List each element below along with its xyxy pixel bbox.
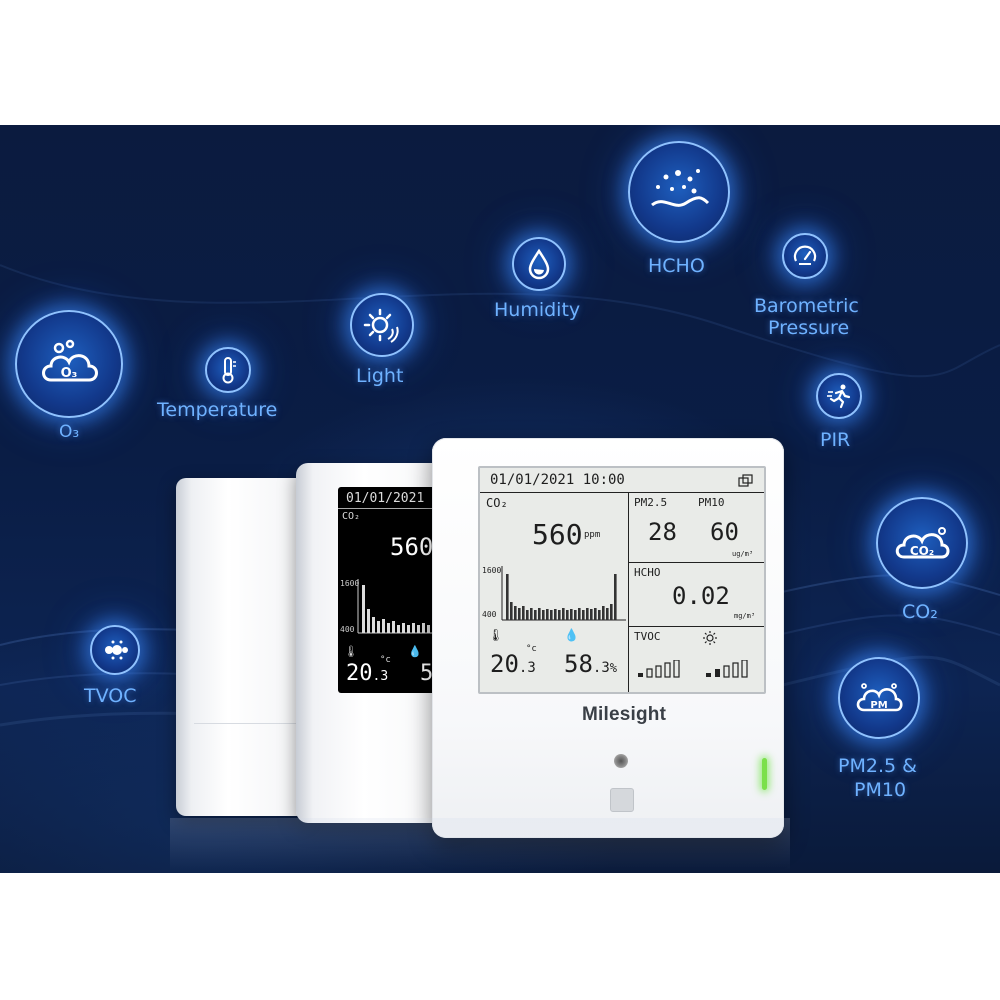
- front-co2-label: CO₂: [486, 496, 508, 510]
- sensor-light: Light: [348, 293, 428, 393]
- front-pm-divider: [628, 562, 764, 563]
- mid-water-drop-icon: 💧: [408, 645, 422, 658]
- front-light-sun-icon: [703, 631, 717, 645]
- front-hcho-value: 0.02: [672, 582, 730, 610]
- co2-cloud-icon: CO₂: [876, 497, 968, 589]
- status-led-indicator: [762, 758, 767, 790]
- front-humidity-value: 58: [564, 650, 593, 678]
- sensor-pir: PIR: [812, 373, 872, 463]
- mid-temperature-reading: 20.3: [346, 661, 388, 686]
- front-water-drop-icon: 💧: [564, 628, 579, 642]
- sensor-label-o3: O₃: [59, 422, 80, 442]
- device-front-main: 01/01/2021 10:00 CO₂ 560 ppm 1600 400: [432, 438, 784, 838]
- device-back-seam: [194, 723, 306, 724]
- front-pm10-value: 60: [710, 518, 739, 546]
- mid-humidity-partial: 5: [420, 661, 434, 686]
- front-tvoc-label: TVOC: [634, 630, 661, 643]
- front-pm10-label: PM10: [698, 496, 725, 509]
- front-temp-value: 20: [490, 650, 519, 678]
- front-co2-unit: ppm: [584, 530, 601, 540]
- sensor-barometric-pressure: Barometric Pressure: [752, 233, 882, 343]
- sensor-humidity: Humidity: [492, 237, 602, 337]
- sensor-o3: O₃ O₃: [15, 310, 125, 450]
- gauge-icon: [782, 233, 828, 279]
- sun-icon: [350, 293, 414, 357]
- light-sensor-lens: [614, 754, 628, 768]
- button-panel: [610, 788, 634, 812]
- svg-text:PM: PM: [870, 700, 887, 711]
- sensor-label-pressure: Pressure: [768, 317, 850, 339]
- front-hcho-label: HCHO: [634, 566, 661, 579]
- thermometer-icon: [205, 347, 251, 393]
- running-person-icon: [816, 373, 862, 419]
- sensor-co2: CO₂ CO₂: [874, 497, 974, 627]
- milesight-logo: Milesight: [582, 704, 667, 725]
- sensor-label-pir: PIR: [820, 429, 851, 451]
- mid-co2-label: CO₂: [342, 511, 361, 522]
- sensor-pm: PM PM2.5 & PM10: [830, 657, 940, 807]
- mid-thermometer-icon: 🌡: [344, 645, 358, 658]
- ozone-cloud-icon: O₃: [15, 310, 123, 418]
- front-pm25-label: PM2.5: [634, 496, 668, 509]
- sensor-tvoc: TVOC: [80, 625, 160, 715]
- device-back-no-screen: [176, 478, 306, 816]
- water-drop-icon: [512, 237, 566, 291]
- front-pm-unit: ug/m³: [732, 550, 754, 558]
- front-hcho-divider: [628, 626, 764, 627]
- mid-co2-value: 560: [390, 533, 434, 561]
- sensor-label-light: Light: [356, 365, 404, 387]
- hcho-particles-icon: [628, 141, 730, 243]
- sensor-label-co2: CO₂: [902, 601, 938, 623]
- front-tvoc-level-bars: [638, 660, 680, 678]
- front-lcd-display: 01/01/2021 10:00 CO₂ 560 ppm 1600 400: [478, 466, 766, 694]
- mid-axis-top: 1600: [340, 579, 360, 588]
- sensor-label-pm25: PM2.5 &: [838, 755, 917, 777]
- sensor-hcho: HCHO: [628, 141, 738, 291]
- sensor-label-humidity: Humidity: [494, 299, 581, 321]
- mid-axis-bottom: 400: [340, 625, 355, 634]
- pm-cloud-icon: PM: [838, 657, 920, 739]
- front-datetime: 01/01/2021 10:00: [490, 472, 625, 488]
- mid-divider: [338, 508, 466, 509]
- mid-co2-bar-chart: [357, 579, 464, 634]
- mid-temp-unit: °c: [380, 655, 391, 665]
- floor-reflection: [170, 818, 790, 873]
- sensor-label-barometric: Barometric: [754, 295, 859, 317]
- mid-temp-decimal: .3: [372, 669, 389, 684]
- front-temp-decimal: .3: [518, 660, 536, 676]
- front-light-level-bars: [706, 660, 748, 678]
- front-co2-bar-chart: [501, 566, 626, 621]
- sensor-temperature: Temperature: [155, 347, 305, 427]
- front-axis-bottom: 400: [482, 610, 497, 619]
- sensor-label-pm10: PM10: [854, 779, 907, 801]
- mid-temp-value: 20: [346, 661, 373, 686]
- front-thermometer-icon: 🌡: [488, 628, 504, 642]
- tvoc-dots-icon: [90, 625, 140, 675]
- front-humidity-reading: 58.3%: [564, 650, 617, 678]
- front-vertical-divider: [628, 492, 629, 692]
- front-pm25-value: 28: [648, 518, 677, 546]
- front-hcho-unit: mg/m³: [734, 612, 756, 620]
- front-humidity-decimal: .3: [592, 660, 610, 676]
- front-axis-top: 1600: [482, 566, 502, 575]
- front-header-divider: [480, 492, 764, 493]
- svg-text:CO₂: CO₂: [910, 544, 934, 558]
- mid-datetime: 01/01/2021: [346, 491, 425, 506]
- front-screen-toggle-icon: [738, 474, 753, 487]
- sensor-label-hcho: HCHO: [648, 255, 705, 277]
- front-temperature-reading: 20.3: [490, 650, 536, 678]
- svg-text:O₃: O₃: [61, 366, 78, 381]
- sensor-label-temperature: Temperature: [157, 399, 278, 421]
- front-co2-value: 560: [532, 518, 583, 551]
- front-humidity-unit: %: [609, 661, 617, 675]
- front-temp-unit: °c: [526, 644, 537, 654]
- sensor-label-tvoc: TVOC: [84, 685, 137, 707]
